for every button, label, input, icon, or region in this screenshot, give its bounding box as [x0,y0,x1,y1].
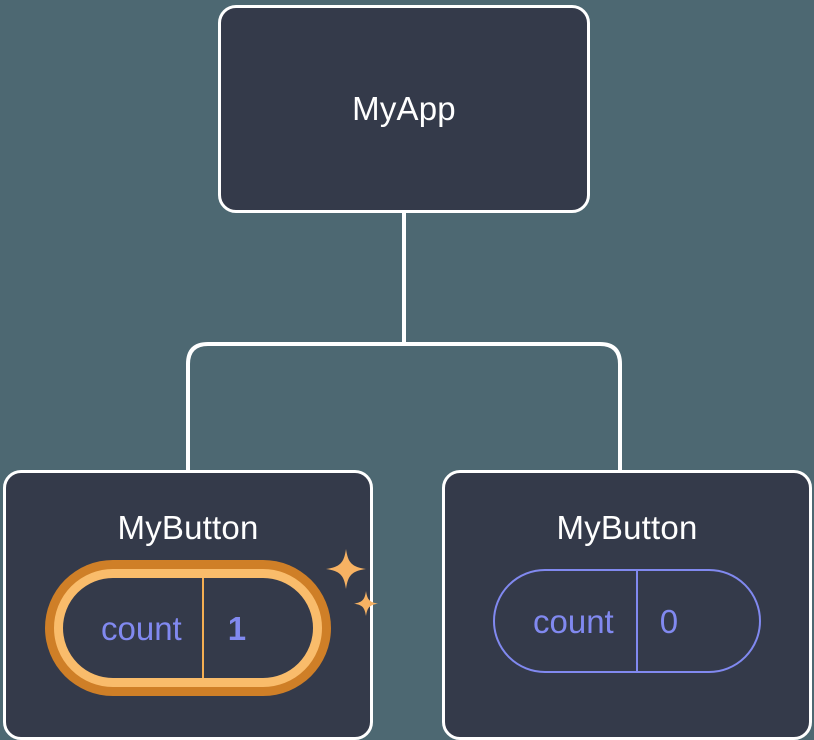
sparkles-icon [326,549,378,616]
state-pill-wrapper: count 0 [493,569,761,673]
state-pill-highlighted[interactable]: count 1 [54,569,322,687]
state-value: 1 [201,578,290,678]
tree-node-mybutton-1[interactable]: MyButton count 1 [3,470,378,740]
state-pill[interactable]: count 0 [493,569,761,673]
state-value: 0 [635,571,718,671]
node-title: MyApp [352,90,456,127]
node-title: MyButton [556,509,698,546]
state-key: count [101,609,182,647]
tree-node-mybutton-2[interactable]: MyButton count 0 [442,470,812,740]
state-key: count [533,602,614,640]
state-pill-wrapper: count 1 [54,549,378,687]
edge-branch-bus [186,342,622,472]
tree-node-root[interactable]: MyApp [218,5,590,213]
node-title: MyButton [117,509,259,546]
